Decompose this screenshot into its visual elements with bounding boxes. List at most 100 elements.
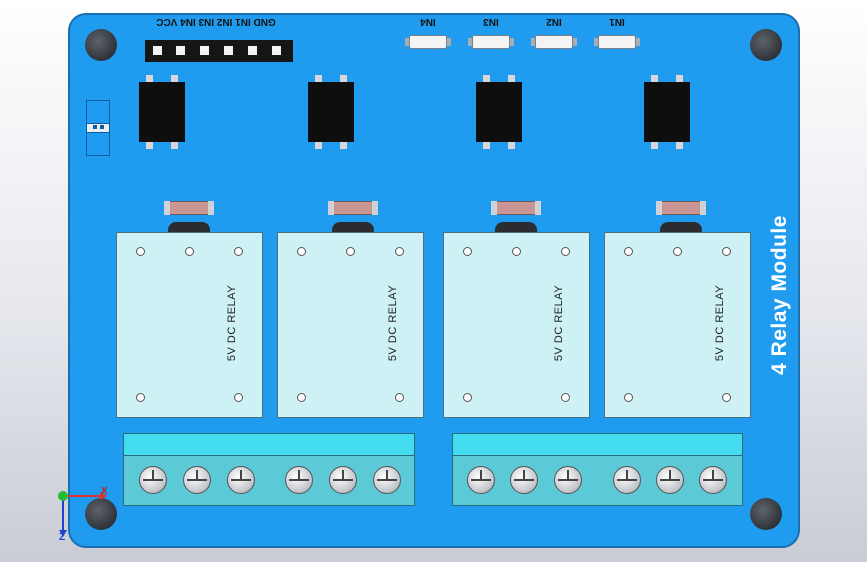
- header-pin: [176, 46, 185, 55]
- optocoupler-pin: [315, 75, 322, 82]
- relay-pin: [297, 393, 306, 402]
- terminal-block-left: [123, 433, 415, 506]
- screw-terminal: [510, 466, 538, 494]
- mounting-hole-top-left: [85, 29, 117, 61]
- optocoupler: [476, 82, 522, 142]
- relay-3: 5V DC RELAY: [443, 232, 590, 418]
- optocoupler-pin: [340, 142, 347, 149]
- jumper-cap: [86, 123, 110, 133]
- relay-pin: [234, 247, 243, 256]
- optocoupler: [644, 82, 690, 142]
- optocoupler-pin: [651, 75, 658, 82]
- led-in1: [594, 35, 640, 49]
- relay-pin: [624, 247, 633, 256]
- axes-triad: X Z: [54, 486, 114, 544]
- relay-pin: [561, 393, 570, 402]
- optocoupler-pin: [146, 75, 153, 82]
- optocoupler-pin: [483, 75, 490, 82]
- resistor: [491, 201, 541, 215]
- screw-terminal: [373, 466, 401, 494]
- terminal-block-top: [453, 434, 742, 456]
- header-pin: [272, 46, 281, 55]
- axes-triad-icon: [58, 491, 107, 537]
- optocoupler-pin: [483, 142, 490, 149]
- optocoupler-pin: [508, 75, 515, 82]
- led-in4: [405, 35, 451, 49]
- jumper-pin: [93, 125, 97, 129]
- optocoupler-pin: [171, 75, 178, 82]
- screw-terminal: [613, 466, 641, 494]
- led-in3: [468, 35, 514, 49]
- header-pin: [224, 46, 233, 55]
- axis-z-label: Z: [59, 532, 66, 543]
- optocoupler-pin: [651, 142, 658, 149]
- screw-terminal: [139, 466, 167, 494]
- resistor: [164, 201, 214, 215]
- flyback-diode: [168, 222, 210, 234]
- flyback-diode: [332, 222, 374, 234]
- screw-terminal: [227, 466, 255, 494]
- relay-pin: [722, 247, 731, 256]
- board-title: 4 Relay Module: [768, 215, 791, 375]
- led-label-in1: IN1: [609, 16, 625, 27]
- relay-pin: [395, 393, 404, 402]
- relay-label: 5V DC RELAY: [226, 284, 238, 362]
- relay-pin: [234, 393, 243, 402]
- relay-pin: [463, 247, 472, 256]
- optocoupler: [139, 82, 185, 142]
- header-pin: [153, 46, 162, 55]
- relay-pin: [512, 247, 521, 256]
- header-pin: [248, 46, 257, 55]
- led-in2: [531, 35, 577, 49]
- relay-pin: [136, 393, 145, 402]
- optocoupler-pin: [171, 142, 178, 149]
- screw-terminal: [699, 466, 727, 494]
- screw-terminal: [285, 466, 313, 494]
- flyback-diode: [660, 222, 702, 234]
- optocoupler: [308, 82, 354, 142]
- terminal-block-top: [124, 434, 414, 456]
- relay-pin: [673, 247, 682, 256]
- screw-terminal: [467, 466, 495, 494]
- relay-pin: [561, 247, 570, 256]
- pin-header-label: GND IN1 IN2 IN3 IN4 VCC: [156, 16, 276, 27]
- terminal-block-right: [452, 433, 743, 506]
- mounting-hole-top-right: [750, 29, 782, 61]
- relay-label: 5V DC RELAY: [387, 284, 399, 362]
- screw-terminal: [183, 466, 211, 494]
- relay-pin: [463, 393, 472, 402]
- led-label-in3: IN3: [483, 16, 499, 27]
- relay-pin: [722, 393, 731, 402]
- mounting-hole-bottom-left: [85, 498, 117, 530]
- optocoupler-pin: [676, 142, 683, 149]
- relay-label: 5V DC RELAY: [714, 284, 726, 362]
- optocoupler-pin: [146, 142, 153, 149]
- relay-pin: [346, 247, 355, 256]
- led-label-in4: IN4: [420, 16, 436, 27]
- relay-1: 5V DC RELAY: [116, 232, 263, 418]
- relay-label: 5V DC RELAY: [553, 284, 565, 362]
- optocoupler-pin: [340, 75, 347, 82]
- relay-pin: [185, 247, 194, 256]
- relay-2: 5V DC RELAY: [277, 232, 424, 418]
- resistor: [656, 201, 706, 215]
- screw-terminal: [656, 466, 684, 494]
- jumper: [86, 100, 110, 156]
- optocoupler-pin: [508, 142, 515, 149]
- resistor: [328, 201, 378, 215]
- pin-header: [145, 40, 293, 62]
- header-pin: [200, 46, 209, 55]
- relay-pin: [136, 247, 145, 256]
- relay-pin: [395, 247, 404, 256]
- flyback-diode: [495, 222, 537, 234]
- relay-4: 5V DC RELAY: [604, 232, 751, 418]
- relay-pin: [297, 247, 306, 256]
- screw-terminal: [554, 466, 582, 494]
- axis-x-label: X: [101, 486, 108, 497]
- mounting-hole-bottom-right: [750, 498, 782, 530]
- relay-pin: [624, 393, 633, 402]
- jumper-pin: [100, 125, 104, 129]
- screw-terminal: [329, 466, 357, 494]
- led-label-in2: IN2: [546, 16, 562, 27]
- optocoupler-pin: [676, 75, 683, 82]
